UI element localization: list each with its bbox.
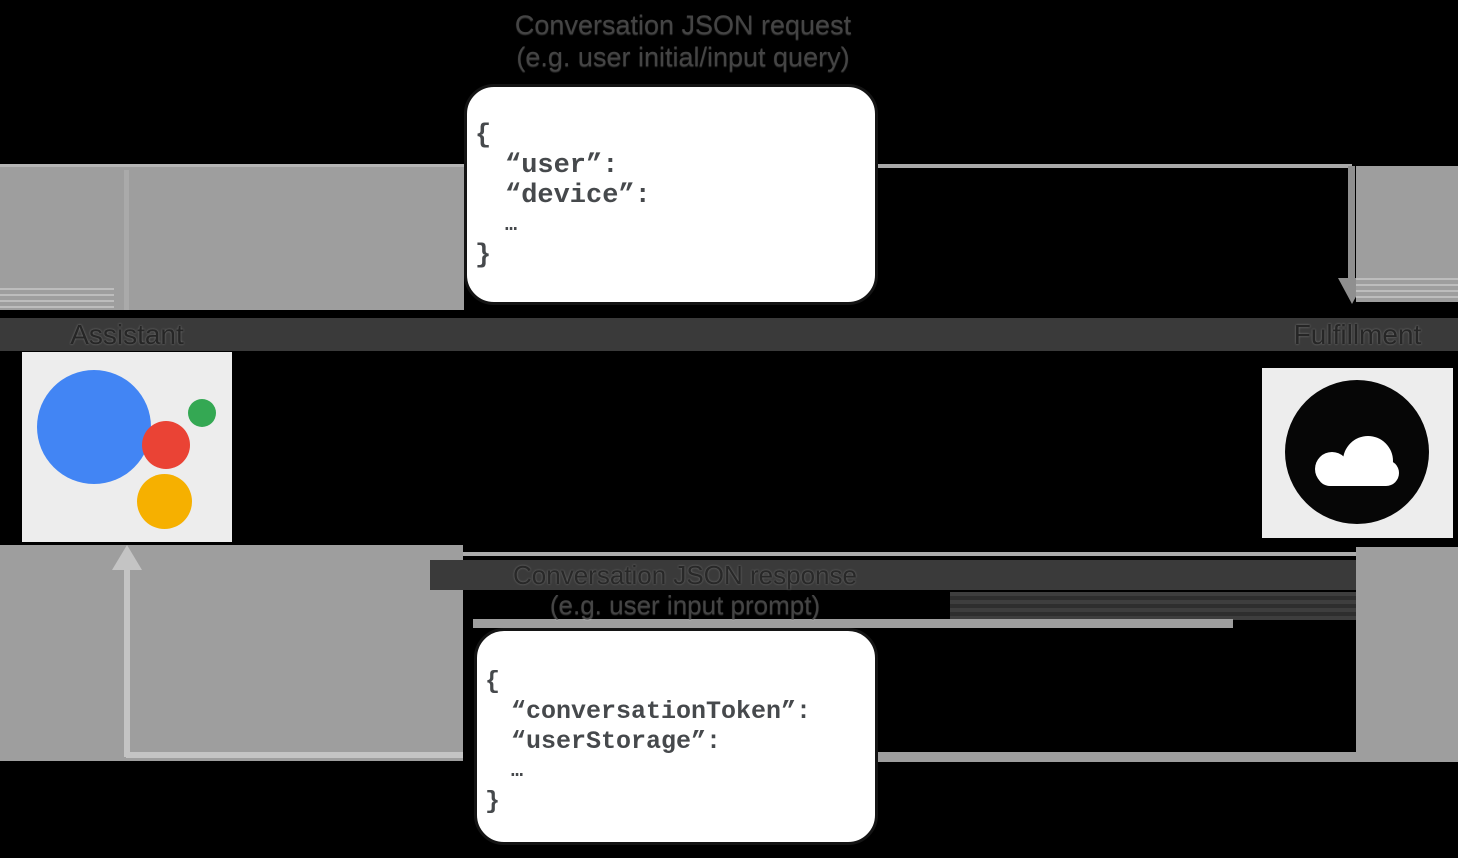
- request-json-ellipsis: …: [505, 214, 518, 237]
- assistant-logo-yellow-circle: [137, 474, 192, 529]
- response-json-key-userstorage: “userStorage”:: [511, 727, 722, 756]
- response-arrow-horizontal-right: [878, 752, 1356, 762]
- node-label-band: [0, 318, 1458, 351]
- response-arrow-right-band: [1356, 547, 1458, 762]
- request-json-key-user: “user”:: [505, 151, 619, 181]
- request-json-brace-open: {: [475, 121, 492, 151]
- assistant-tile: [22, 352, 232, 542]
- assistant-logo-red-circle: [142, 421, 190, 469]
- request-arrow-left-band: [0, 164, 464, 310]
- request-json-key-device: “device”:: [505, 181, 651, 211]
- response-json-brace-close: }: [485, 787, 501, 816]
- assistant-logo-blue-circle: [37, 370, 151, 484]
- response-arrow-label-line1: Conversation JSON response: [513, 560, 857, 590]
- response-arrow-left-band: [0, 545, 463, 761]
- request-arrow-vertical-segment: [124, 170, 129, 310]
- response-band-stripes: [950, 592, 1356, 620]
- response-json-brace-open: {: [485, 667, 501, 696]
- response-arrowhead-icon: [112, 545, 142, 570]
- response-json-box: { “conversationToken”: “userStorage”: … …: [474, 628, 878, 845]
- request-json-brace-close: }: [475, 241, 492, 271]
- band-fade-detail: [0, 288, 114, 310]
- fulfillment-tile: [1262, 368, 1453, 538]
- request-arrow-right-band: [1356, 166, 1458, 302]
- request-arrow-right-vertical: [1348, 166, 1355, 280]
- assistant-logo-green-dot: [188, 399, 216, 427]
- fulfillment-node-label: Fulfillment: [1293, 319, 1422, 350]
- response-band-top-line: [463, 552, 1356, 556]
- response-json-ellipsis: …: [511, 760, 524, 783]
- response-arrow-label-line2: (e.g. user input prompt): [549, 590, 821, 620]
- request-json-box: { “user”: “device”: … }: [464, 84, 878, 305]
- request-arrow-label-line1: Conversation JSON request: [514, 10, 852, 40]
- response-arrow-horizontal-left: [126, 752, 463, 758]
- request-arrow-horizontal-line: [878, 164, 1352, 168]
- cloud-icon-base: [1317, 460, 1399, 486]
- assistant-node-label: Assistant: [70, 319, 184, 350]
- request-arrow-label-line2: (e.g. user initial/input query): [516, 42, 850, 72]
- response-label-band: [430, 560, 1356, 590]
- response-arrow-left-vertical: [124, 567, 130, 757]
- response-json-key-conversationtoken: “conversationToken”:: [511, 697, 812, 726]
- band-fade-detail: [1356, 278, 1458, 302]
- response-band-bottom-line: [473, 619, 1233, 628]
